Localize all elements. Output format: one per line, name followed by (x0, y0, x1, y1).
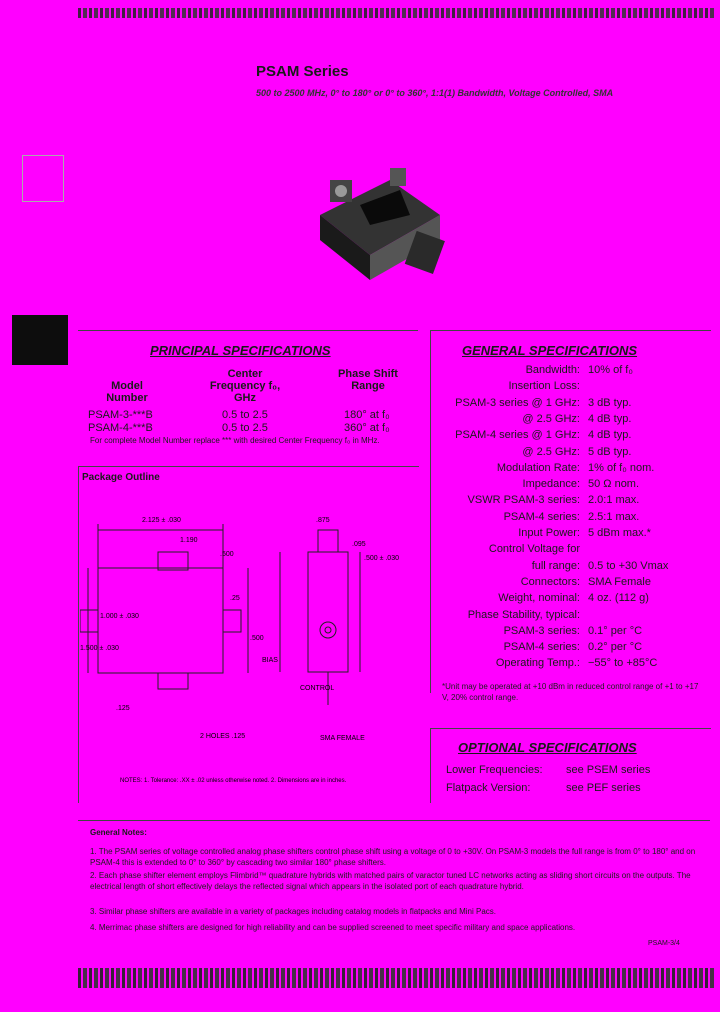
col-model-header: Model Number (106, 380, 148, 404)
product-photo (320, 168, 445, 280)
optional-specs-title: OPTIONAL SPECIFICATIONS (458, 740, 637, 755)
general-spec-label: @ 2.5 GHz: (522, 413, 580, 425)
general-spec-value: 10% of f₀ (588, 364, 633, 376)
general-note-4: 4. Merrimac phase shifters are designed … (90, 923, 576, 932)
principal-note: For complete Model Number replace *** wi… (90, 436, 380, 445)
bias-label: BIAS (262, 657, 278, 664)
dim-label: .500 ± .030 (364, 555, 399, 562)
dim-label: .095 (352, 541, 366, 548)
general-spec-value: 1% of f₀ nom. (588, 462, 655, 474)
row2-model: PSAM-4-***B (88, 422, 153, 434)
general-spec-value: 0.5 to +30 Vmax (588, 560, 669, 572)
general-spec-value: 2.0:1 max. (588, 494, 640, 506)
col-freq-header: Center Frequency f₀, GHz (209, 368, 281, 404)
general-spec-label: @ 2.5 GHz: (522, 446, 580, 458)
control-label: CONTROL (300, 685, 334, 692)
dim-label: 2 HOLES .125 (200, 733, 245, 740)
general-spec-label: Connectors: (520, 576, 580, 588)
package-body-side-view (307, 551, 349, 673)
col-range-header: Phase Shift Range (338, 368, 398, 392)
general-spec-value: 4 dB typ. (588, 413, 632, 425)
general-specs-panel (430, 330, 711, 693)
optional-specs-panel (430, 728, 711, 803)
general-spec-value: 5 dB typ. (588, 446, 632, 458)
general-spec-label: Control Voltage for (488, 543, 580, 555)
general-spec-value: SMA Female (588, 576, 651, 588)
control-connector (157, 551, 189, 571)
dim-label: 1.000 ± .030 (100, 613, 139, 620)
package-outline-title: Package Outline (82, 472, 160, 483)
general-spec-value: 0.2° per °C (588, 641, 643, 653)
general-spec-label: Operating Temp.: (495, 657, 580, 669)
package-footnote: NOTES: 1. Tolerance: .XX ± .02 unless ot… (120, 778, 347, 784)
general-spec-label: PSAM-4 series: (503, 641, 580, 653)
general-spec-label: PSAM-3 series @ 1 GHz: (455, 397, 580, 409)
optional-value-1: see PSEM series (566, 764, 651, 776)
general-spec-label: Input Power: (518, 527, 580, 539)
package-outline-panel (78, 466, 419, 803)
principal-specs-panel (78, 330, 418, 453)
general-spec-label: VSWR PSAM-3 series: (467, 494, 580, 506)
bottom-scan-band (78, 968, 714, 988)
row2-freq: 0.5 to 2.5 (222, 422, 268, 434)
dim-label: .500 (220, 551, 234, 558)
top-scan-band (78, 8, 714, 18)
general-notes-panel (78, 820, 710, 951)
series-subtitle: 500 to 2500 MHz, 0° to 180° or 0° to 360… (256, 88, 614, 98)
general-spec-value: 5 dBm max.* (588, 527, 651, 539)
general-spec-value: 50 Ω nom. (588, 478, 640, 490)
general-spec-value: 3 dB typ. (588, 397, 632, 409)
general-spec-label: PSAM-4 series: (503, 511, 580, 523)
general-spec-label: PSAM-4 series @ 1 GHz: (455, 429, 580, 441)
general-spec-value: 0.1° per °C (588, 625, 643, 637)
general-spec-label: Bandwidth: (525, 364, 580, 376)
optional-label-1: Lower Frequencies: (446, 764, 543, 776)
row1-model: PSAM-3-***B (88, 409, 153, 421)
sma-label: SMA FEMALE (320, 735, 365, 742)
row2-range: 360° at f₀ (344, 422, 390, 434)
general-spec-label: Modulation Rate: (496, 462, 580, 474)
series-title: PSAM Series (256, 63, 349, 80)
optional-label-2: Flatpack Version: (446, 782, 531, 794)
general-spec-label: full range: (531, 560, 580, 572)
section-tab (12, 315, 68, 365)
general-note-3: 3. Similar phase shifters are available … (90, 907, 496, 916)
logo-mark (22, 155, 64, 202)
dim-label: .25 (230, 595, 240, 602)
general-note-2: 2. Each phase shifter element employs Fl… (90, 871, 691, 891)
dim-label: 1.190 (180, 537, 198, 544)
general-specs-note: *Unit may be operated at +10 dBm in redu… (442, 682, 699, 702)
dim-label: .875 (316, 517, 330, 524)
row1-freq: 0.5 to 2.5 (222, 409, 268, 421)
general-spec-value: 4 dB typ. (588, 429, 632, 441)
general-spec-value: 4 oz. (112 g) (588, 592, 649, 604)
dim-label: .125 (116, 705, 130, 712)
principal-specs-title: PRINCIPAL SPECIFICATIONS (150, 343, 331, 358)
package-outline-drawing: 2.125 ± .030 1.190 .500 1.000 ± .030 1.5… (80, 517, 399, 784)
general-spec-value: 2.5:1 max. (588, 511, 640, 523)
general-note-1: 1. The PSAM series of voltage controlled… (90, 847, 696, 867)
general-spec-label: Impedance: (522, 478, 580, 490)
package-body-top-view (97, 567, 224, 674)
general-spec-label: Insertion Loss: (508, 380, 580, 392)
general-spec-label: Weight, nominal: (498, 592, 580, 604)
optional-value-2: see PEF series (566, 782, 641, 794)
general-spec-label: Phase Stability, typical: (467, 609, 580, 621)
general-spec-value: −55° to +85°C (588, 657, 658, 669)
general-notes-title: General Notes: (90, 828, 147, 837)
page-code: PSAM-3/4 (648, 940, 680, 947)
general-spec-label: PSAM-3 series: (503, 625, 580, 637)
general-specs-title: GENERAL SPECIFICATIONS (462, 343, 638, 358)
dim-label: .500 (250, 635, 264, 642)
dim-label: 1.500 ± .030 (80, 645, 119, 652)
row1-range: 180° at f₀ (344, 409, 390, 421)
dim-label: 2.125 ± .030 (142, 517, 181, 524)
